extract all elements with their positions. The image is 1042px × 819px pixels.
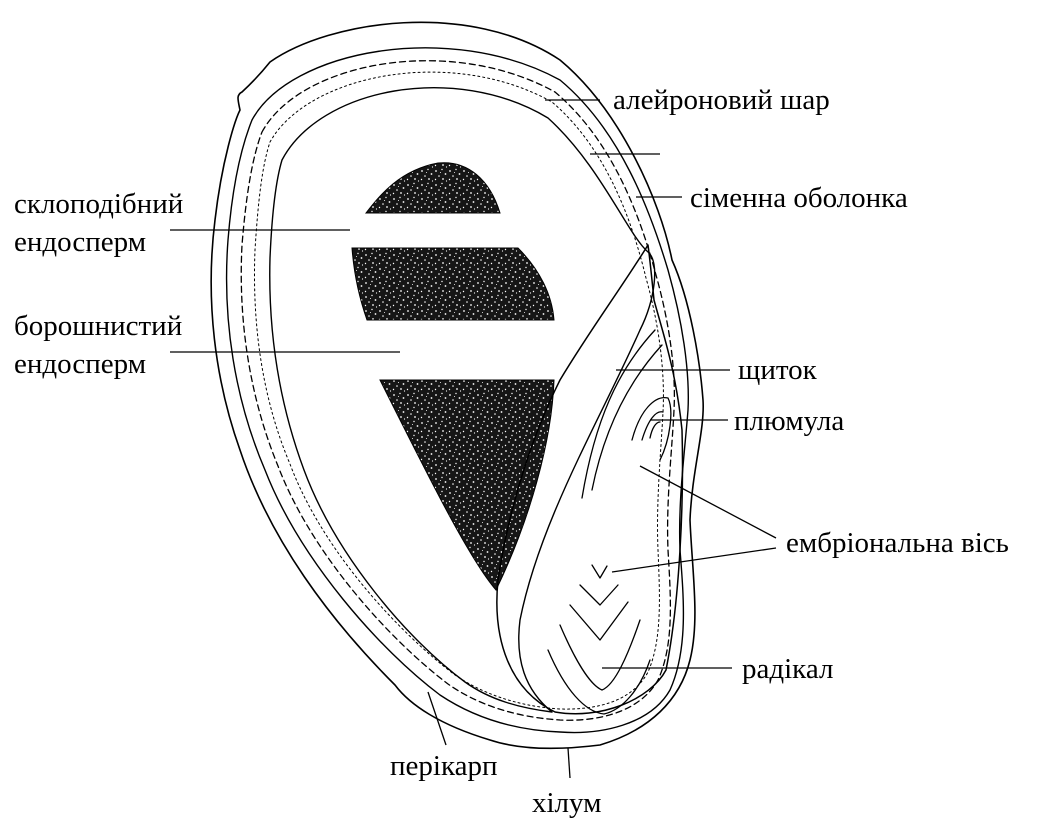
label-seed-coat: сіменна оболонка	[690, 182, 908, 214]
leader-axis-1	[640, 466, 776, 538]
label-floury-endosperm-line2: ендосперм	[14, 348, 146, 380]
radicle-shape	[548, 565, 650, 714]
label-vitreous-endosperm-line2: ендосперм	[14, 226, 146, 258]
label-floury-endosperm-line1: борошнистий	[14, 310, 182, 342]
label-pericarp: перікарп	[390, 750, 498, 782]
floury-endosperm-region	[352, 248, 554, 590]
label-radicle: радікал	[742, 653, 833, 685]
label-hilum: хілум	[532, 787, 602, 819]
label-vitreous-endosperm-line1: склоподібний	[14, 188, 183, 220]
label-embryonic-axis: ембріональна вісь	[786, 527, 1009, 559]
vitreous-endosperm-region	[366, 163, 500, 213]
plumule-shape	[632, 398, 671, 460]
label-aleurone-layer: алейроновий шар	[613, 84, 830, 116]
leader-axis-2	[612, 548, 776, 572]
leader-pericarp	[428, 692, 446, 745]
label-scutellum: щиток	[738, 354, 818, 386]
label-plumule: плюмула	[734, 405, 844, 437]
leader-hilum	[568, 748, 570, 778]
